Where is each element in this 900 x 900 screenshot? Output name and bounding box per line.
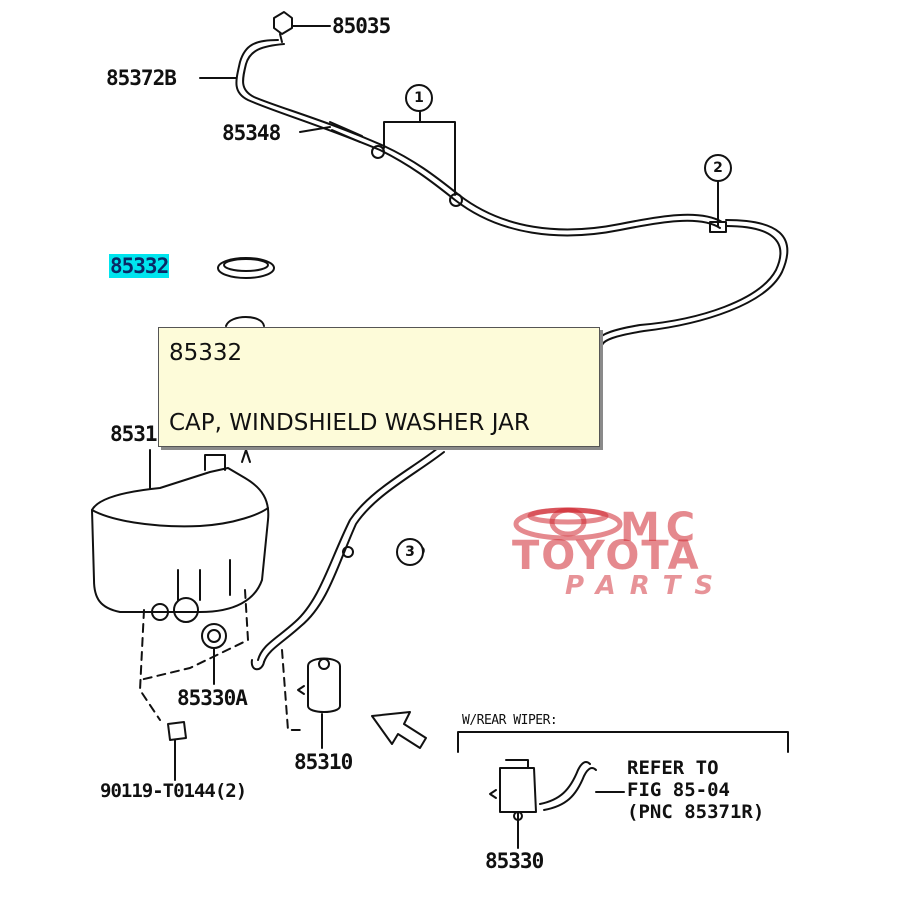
dashed-guides bbox=[139, 589, 306, 731]
part-tooltip: 85332 CAP, WINDSHIELD WASHER JAR bbox=[158, 327, 600, 447]
refer-line: REFER TO bbox=[627, 757, 719, 779]
watermark-text: PARTS bbox=[565, 571, 728, 601]
part-label-85035[interactable]: 85035 bbox=[332, 14, 391, 38]
washer-jar-part bbox=[91, 449, 270, 623]
rear-wiper-section-title: W/REAR WIPER: bbox=[462, 713, 558, 728]
part-label-85372b[interactable]: 85372B bbox=[106, 66, 177, 90]
part-label-90119[interactable]: 90119-T0144(2) bbox=[100, 780, 247, 802]
tooltip-part-number: 85332 bbox=[169, 340, 243, 366]
washer-pump-part bbox=[297, 657, 341, 749]
clamp-part bbox=[371, 145, 385, 159]
filler-neck bbox=[225, 316, 265, 327]
refer-line: (PNC 85371R) bbox=[627, 801, 765, 823]
refer-note: REFER TO FIG 85-04 (PNC 85371R) bbox=[627, 757, 764, 823]
callout-3: 3 bbox=[396, 538, 424, 566]
refer-line: FIG 85-04 bbox=[627, 779, 730, 801]
part-label-8531x[interactable]: 8531 bbox=[110, 422, 158, 446]
part-label-85332[interactable]: 85332 bbox=[109, 254, 169, 278]
connector-part bbox=[329, 121, 363, 143]
part-label-85330[interactable]: 85330 bbox=[485, 849, 544, 873]
grommet-part bbox=[201, 623, 227, 685]
watermark-text: MC bbox=[620, 505, 702, 551]
lower-hose bbox=[250, 447, 445, 671]
upper-hose bbox=[235, 39, 723, 237]
rear-hose bbox=[539, 761, 625, 811]
tooltip-description: CAP, WINDSHIELD WASHER JAR bbox=[169, 410, 530, 436]
part-label-85348[interactable]: 85348 bbox=[222, 121, 281, 145]
rear-pump-part bbox=[489, 759, 537, 849]
callout-2: 2 bbox=[704, 154, 732, 182]
side-hose bbox=[597, 219, 789, 346]
rear-section-bracket bbox=[457, 731, 789, 753]
leader-line bbox=[299, 126, 331, 133]
part-label-85310[interactable]: 85310 bbox=[294, 750, 353, 774]
part-label-85330a[interactable]: 85330A bbox=[177, 686, 248, 710]
bolt-part bbox=[167, 721, 187, 781]
callout-1: 1 bbox=[405, 84, 433, 112]
nozzle-part bbox=[273, 11, 293, 43]
view-arrow bbox=[371, 711, 427, 749]
washer-cap-part bbox=[217, 257, 275, 279]
watermark-text: TOYOTA bbox=[512, 533, 701, 579]
